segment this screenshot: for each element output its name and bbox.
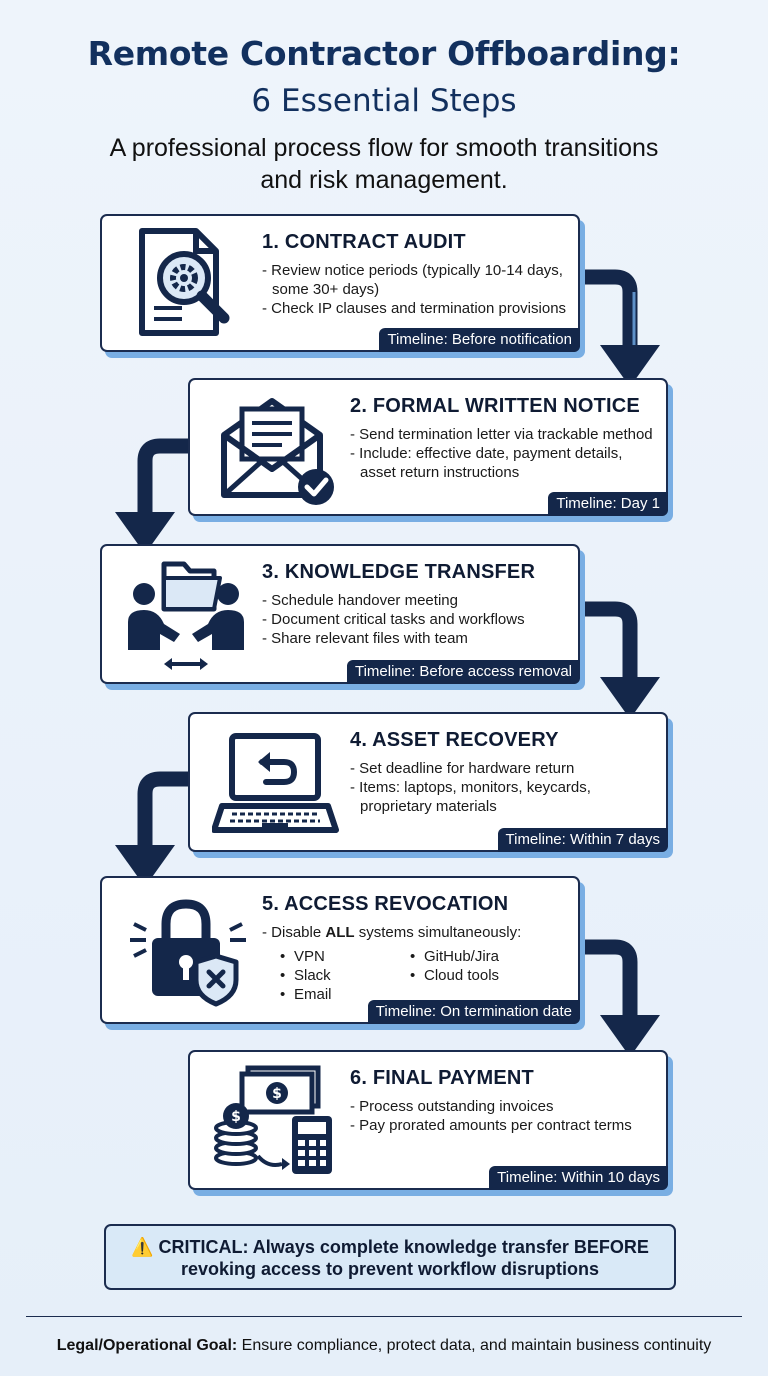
intro-prefix: - Disable [262, 924, 326, 941]
system-item: VPN [294, 948, 325, 965]
svg-text:$: $ [272, 1086, 282, 1102]
step-card-knowledge-transfer: 3. KNOWLEDGE TRANSFER - Schedule handove… [100, 544, 580, 684]
step-bullets: - Review notice periods (typically 10-14… [262, 261, 566, 318]
step-title: 2. FORMAL WRITTEN NOTICE [350, 395, 640, 417]
bullet-item: proprietary materials [350, 797, 591, 816]
page-subtitle: 6 Essential Steps [251, 83, 517, 119]
flow-arrow-3-to-4 [580, 601, 660, 719]
step-bullets: - Send termination letter via trackable … [350, 425, 653, 482]
bullet-item: some 30+ days) [262, 280, 566, 299]
timeline-badge: Timeline: Day 1 [548, 492, 668, 516]
svg-text:$: $ [231, 1109, 241, 1125]
bullet-item: - Check IP clauses and termination provi… [262, 300, 567, 317]
bullet-continuation: some 30+ days) [272, 281, 380, 298]
step-card-final-payment: $ $ 6. FINAL PAYMENT - Process outstandi… [188, 1050, 668, 1190]
bullet-item: - Schedule handover meeting [262, 592, 458, 609]
step-card-asset-recovery: 4. ASSET RECOVERY - Set deadline for har… [188, 712, 668, 852]
critical-line-2: revoking access to prevent workflow disr… [180, 1259, 600, 1279]
step-title: 5. ACCESS REVOCATION [262, 893, 509, 915]
step-title: 1. CONTRACT AUDIT [262, 231, 466, 253]
step-bullets: - Set deadline for hardware return - Ite… [350, 759, 591, 816]
timeline-badge: Timeline: Before access removal [346, 660, 580, 684]
step-card-access-revocation: 5. ACCESS REVOCATION - Disable ALL syste… [100, 876, 580, 1024]
step-card-contract-audit: 1. CONTRACT AUDIT - Review notice period… [100, 214, 580, 352]
document-magnifier-gear-icon [124, 223, 254, 343]
bullet-item: - Document critical tasks and workflows [262, 611, 525, 628]
system-bullet: • [410, 948, 416, 965]
page-description: A professional process flow for smooth t… [60, 132, 708, 196]
timeline-badge: Timeline: Before notification [379, 328, 580, 352]
bullet-item: - Include: effective date, payment detai… [350, 445, 623, 462]
timeline-badge: Timeline: Within 7 days [497, 828, 668, 852]
system-bullet: • [280, 986, 286, 1003]
system-bullet: • [280, 948, 286, 965]
padlock-shield-icon [124, 890, 254, 1010]
bullet-item: asset return instructions [350, 463, 653, 482]
bullet-item: - Share relevant files with team [262, 630, 468, 647]
page-title: Remote Contractor Offboarding: [87, 34, 681, 73]
bullet-item: - Process outstanding invoices [350, 1098, 554, 1115]
system-item: Cloud tools [424, 967, 500, 984]
bullet-item: - Set deadline for hardware return [350, 760, 575, 777]
flow-arrow-2-to-3 [115, 438, 195, 554]
system-item: Slack [294, 967, 331, 984]
flow-arrow-4-to-5 [115, 771, 195, 887]
intro-bold: ALL [325, 924, 355, 941]
system-bullet: • [280, 967, 286, 984]
flow-arrow-1-to-2 [580, 269, 660, 387]
bullet-item: - Items: laptops, monitors, keycards, [350, 779, 591, 796]
bullet-continuation: proprietary materials [360, 798, 497, 815]
step-card-formal-written-notice: 2. FORMAL WRITTEN NOTICE - Send terminat… [188, 378, 668, 516]
footer-goal-text: Ensure compliance, protect data, and mai… [237, 1337, 712, 1354]
step-title: 4. ASSET RECOVERY [350, 729, 559, 751]
system-list: • VPN • Slack • Email • GitHub/Jira • Cl… [262, 948, 562, 1008]
timeline-badge: Timeline: On termination date [367, 1000, 580, 1024]
description-line-2: and risk management. [260, 166, 508, 194]
timeline-badge: Timeline: Within 10 days [489, 1166, 668, 1190]
flow-arrow-5-to-6 [580, 939, 660, 1057]
bullet-continuation: asset return instructions [360, 464, 520, 481]
people-folder-exchange-icon [124, 554, 254, 674]
envelope-check-icon [212, 387, 342, 507]
step-title: 3. KNOWLEDGE TRANSFER [262, 561, 536, 583]
footer-divider [26, 1316, 742, 1317]
step-title: 6. FINAL PAYMENT [350, 1067, 534, 1089]
critical-line-1: ⚠️ CRITICAL: Always complete knowledge t… [131, 1237, 649, 1257]
footer-goal: Legal/Operational Goal: Ensure complianc… [0, 1337, 768, 1355]
bullet-item: - Disable ALL systems simultaneously: [262, 923, 521, 942]
system-bullet: • [410, 967, 416, 984]
step-bullets: - Disable ALL systems simultaneously: [262, 923, 521, 942]
system-item: GitHub/Jira [424, 948, 500, 965]
step-bullets: - Process outstanding invoices - Pay pro… [350, 1097, 632, 1135]
bullet-item: - Send termination letter via trackable … [350, 426, 653, 443]
system-item: Email [294, 986, 332, 1003]
bullet-item: - Review notice periods (typically 10-14… [262, 262, 563, 279]
laptop-return-icon [211, 722, 342, 842]
bullet-item: - Pay prorated amounts per contract term… [350, 1117, 632, 1134]
footer-goal-label: Legal/Operational Goal: [56, 1337, 238, 1354]
step-bullets: - Schedule handover meeting - Document c… [262, 591, 525, 648]
critical-callout: ⚠️ CRITICAL: Always complete knowledge t… [104, 1224, 676, 1290]
intro-suffix: systems simultaneously: [354, 924, 522, 941]
money-coins-calculator-icon: $ $ [212, 1060, 342, 1180]
description-line-1: A professional process flow for smooth t… [109, 134, 659, 162]
